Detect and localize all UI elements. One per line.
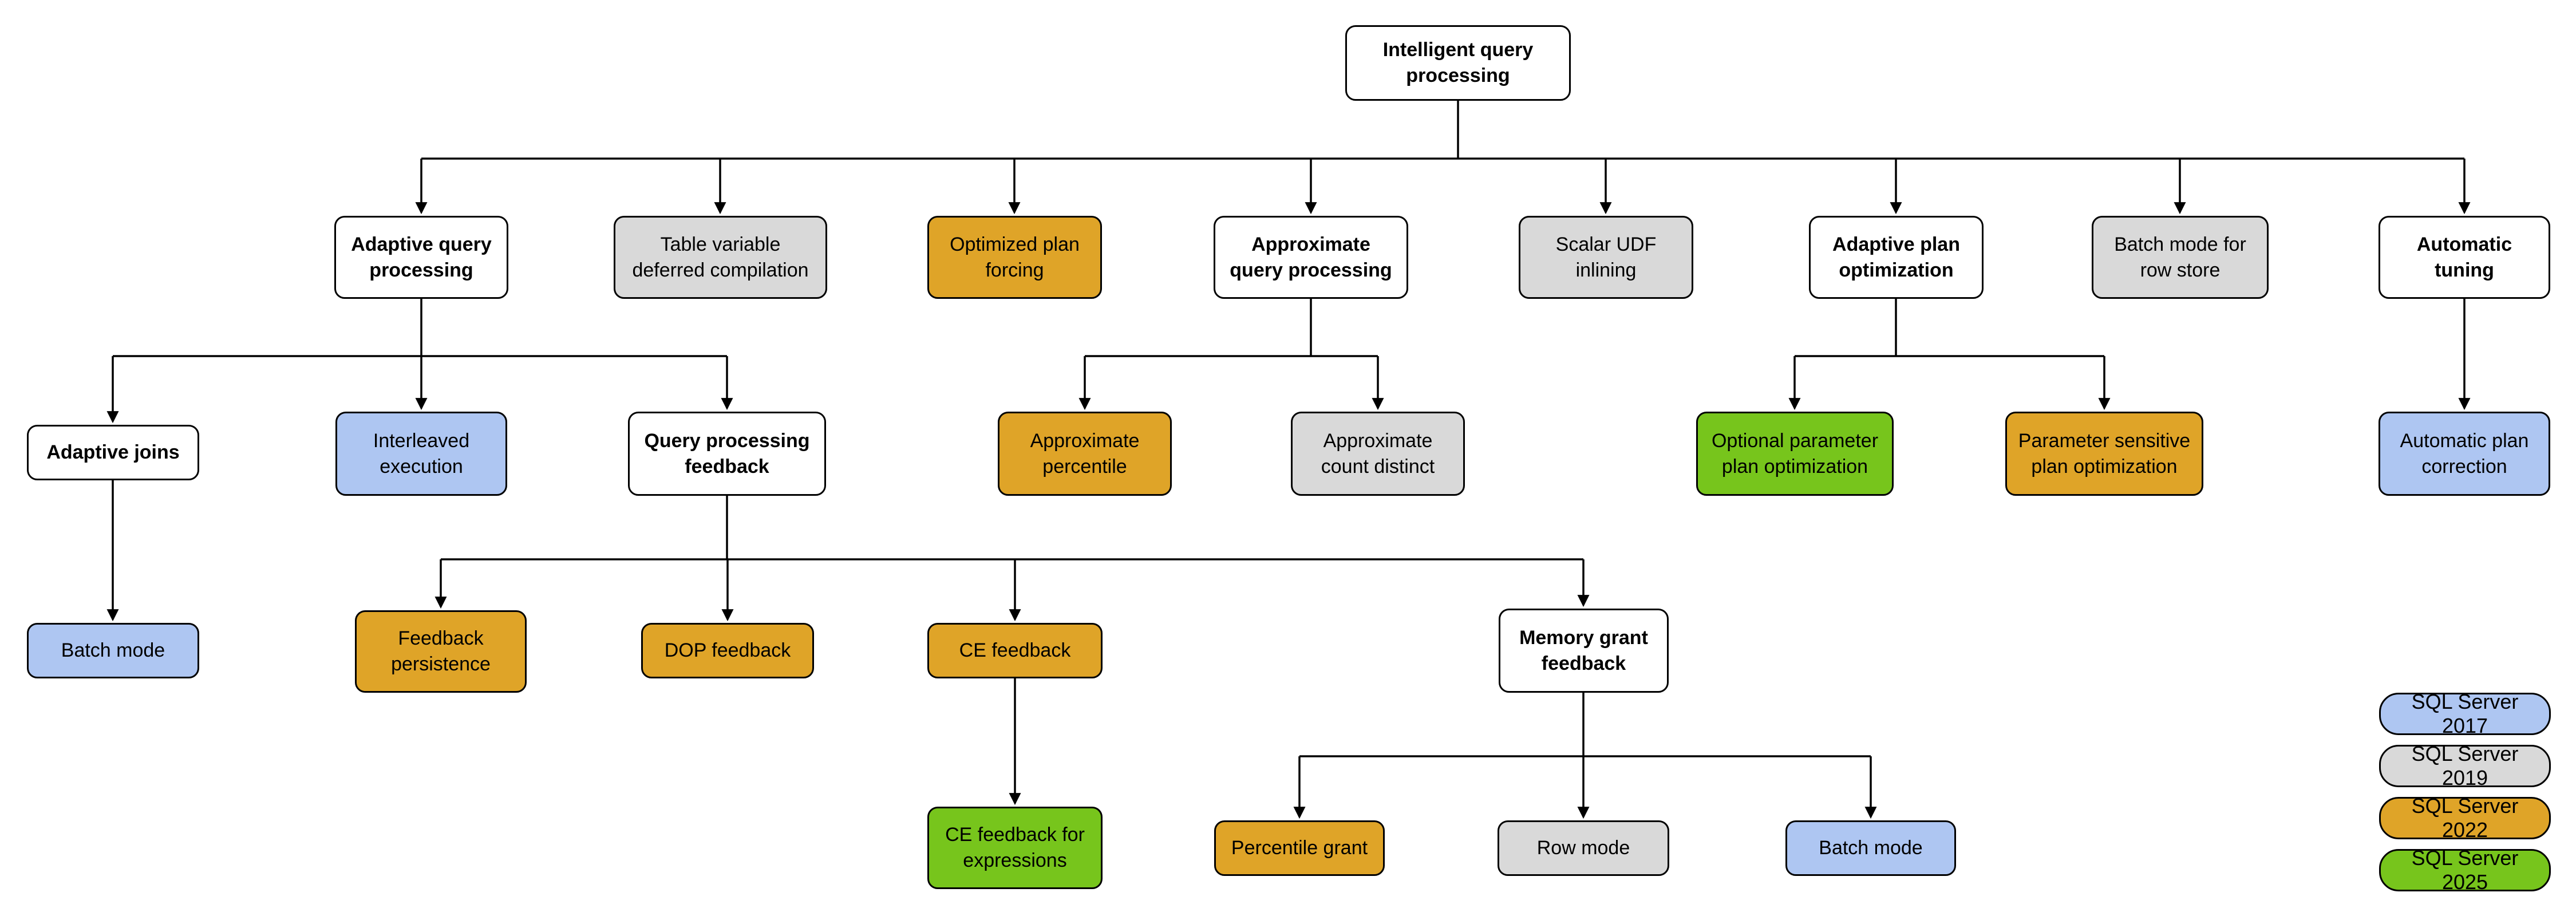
- node-dop-feedback: DOP feedback: [641, 623, 814, 678]
- node-feedback-persistence: Feedback persistence: [355, 610, 527, 693]
- node-approximate-query-processing: Approximate query processing: [1214, 216, 1408, 299]
- node-intelligent-query-processing: Intelligent query processing: [1345, 25, 1571, 101]
- node-adaptive-plan-optimization: Adaptive plan optimization: [1809, 216, 1984, 299]
- node-batch-mode-memory-grant: Batch mode: [1785, 820, 1956, 876]
- node-ce-feedback: CE feedback: [927, 623, 1103, 678]
- node-approximate-percentile: Approximate percentile: [998, 412, 1172, 496]
- legend-sql-server-2022: SQL Server 2022: [2379, 794, 2551, 842]
- node-parameter-sensitive-plan-optimization: Parameter sensitive plan optimization: [2005, 412, 2203, 496]
- node-ce-feedback-for-expressions: CE feedback for expressions: [927, 807, 1103, 889]
- node-adaptive-query-processing: Adaptive query processing: [334, 216, 508, 299]
- node-batch-mode-adaptive-joins: Batch mode: [27, 623, 199, 678]
- node-optimized-plan-forcing: Optimized plan forcing: [927, 216, 1102, 299]
- node-table-variable-deferred-compilation: Table variable deferred compilation: [614, 216, 827, 299]
- node-automatic-tuning: Automatic tuning: [2379, 216, 2550, 299]
- legend-sql-server-2017: SQL Server 2017: [2379, 690, 2551, 737]
- legend-sql-server-2025: SQL Server 2025: [2379, 846, 2551, 894]
- node-approximate-count-distinct: Approximate count distinct: [1291, 412, 1465, 496]
- node-automatic-plan-correction: Automatic plan correction: [2379, 412, 2550, 496]
- node-adaptive-joins: Adaptive joins: [27, 425, 199, 480]
- node-scalar-udf-inlining: Scalar UDF inlining: [1519, 216, 1693, 299]
- node-row-mode: Row mode: [1498, 820, 1669, 876]
- node-query-processing-feedback: Query processing feedback: [628, 412, 826, 496]
- node-memory-grant-feedback: Memory grant feedback: [1499, 609, 1669, 693]
- node-optional-parameter-plan-optimization: Optional parameter plan optimization: [1696, 412, 1894, 496]
- node-batch-mode-for-row-store: Batch mode for row store: [2092, 216, 2269, 299]
- node-interleaved-execution: Interleaved execution: [335, 412, 507, 496]
- legend-sql-server-2019: SQL Server 2019: [2379, 742, 2551, 789]
- node-percentile-grant: Percentile grant: [1214, 820, 1385, 876]
